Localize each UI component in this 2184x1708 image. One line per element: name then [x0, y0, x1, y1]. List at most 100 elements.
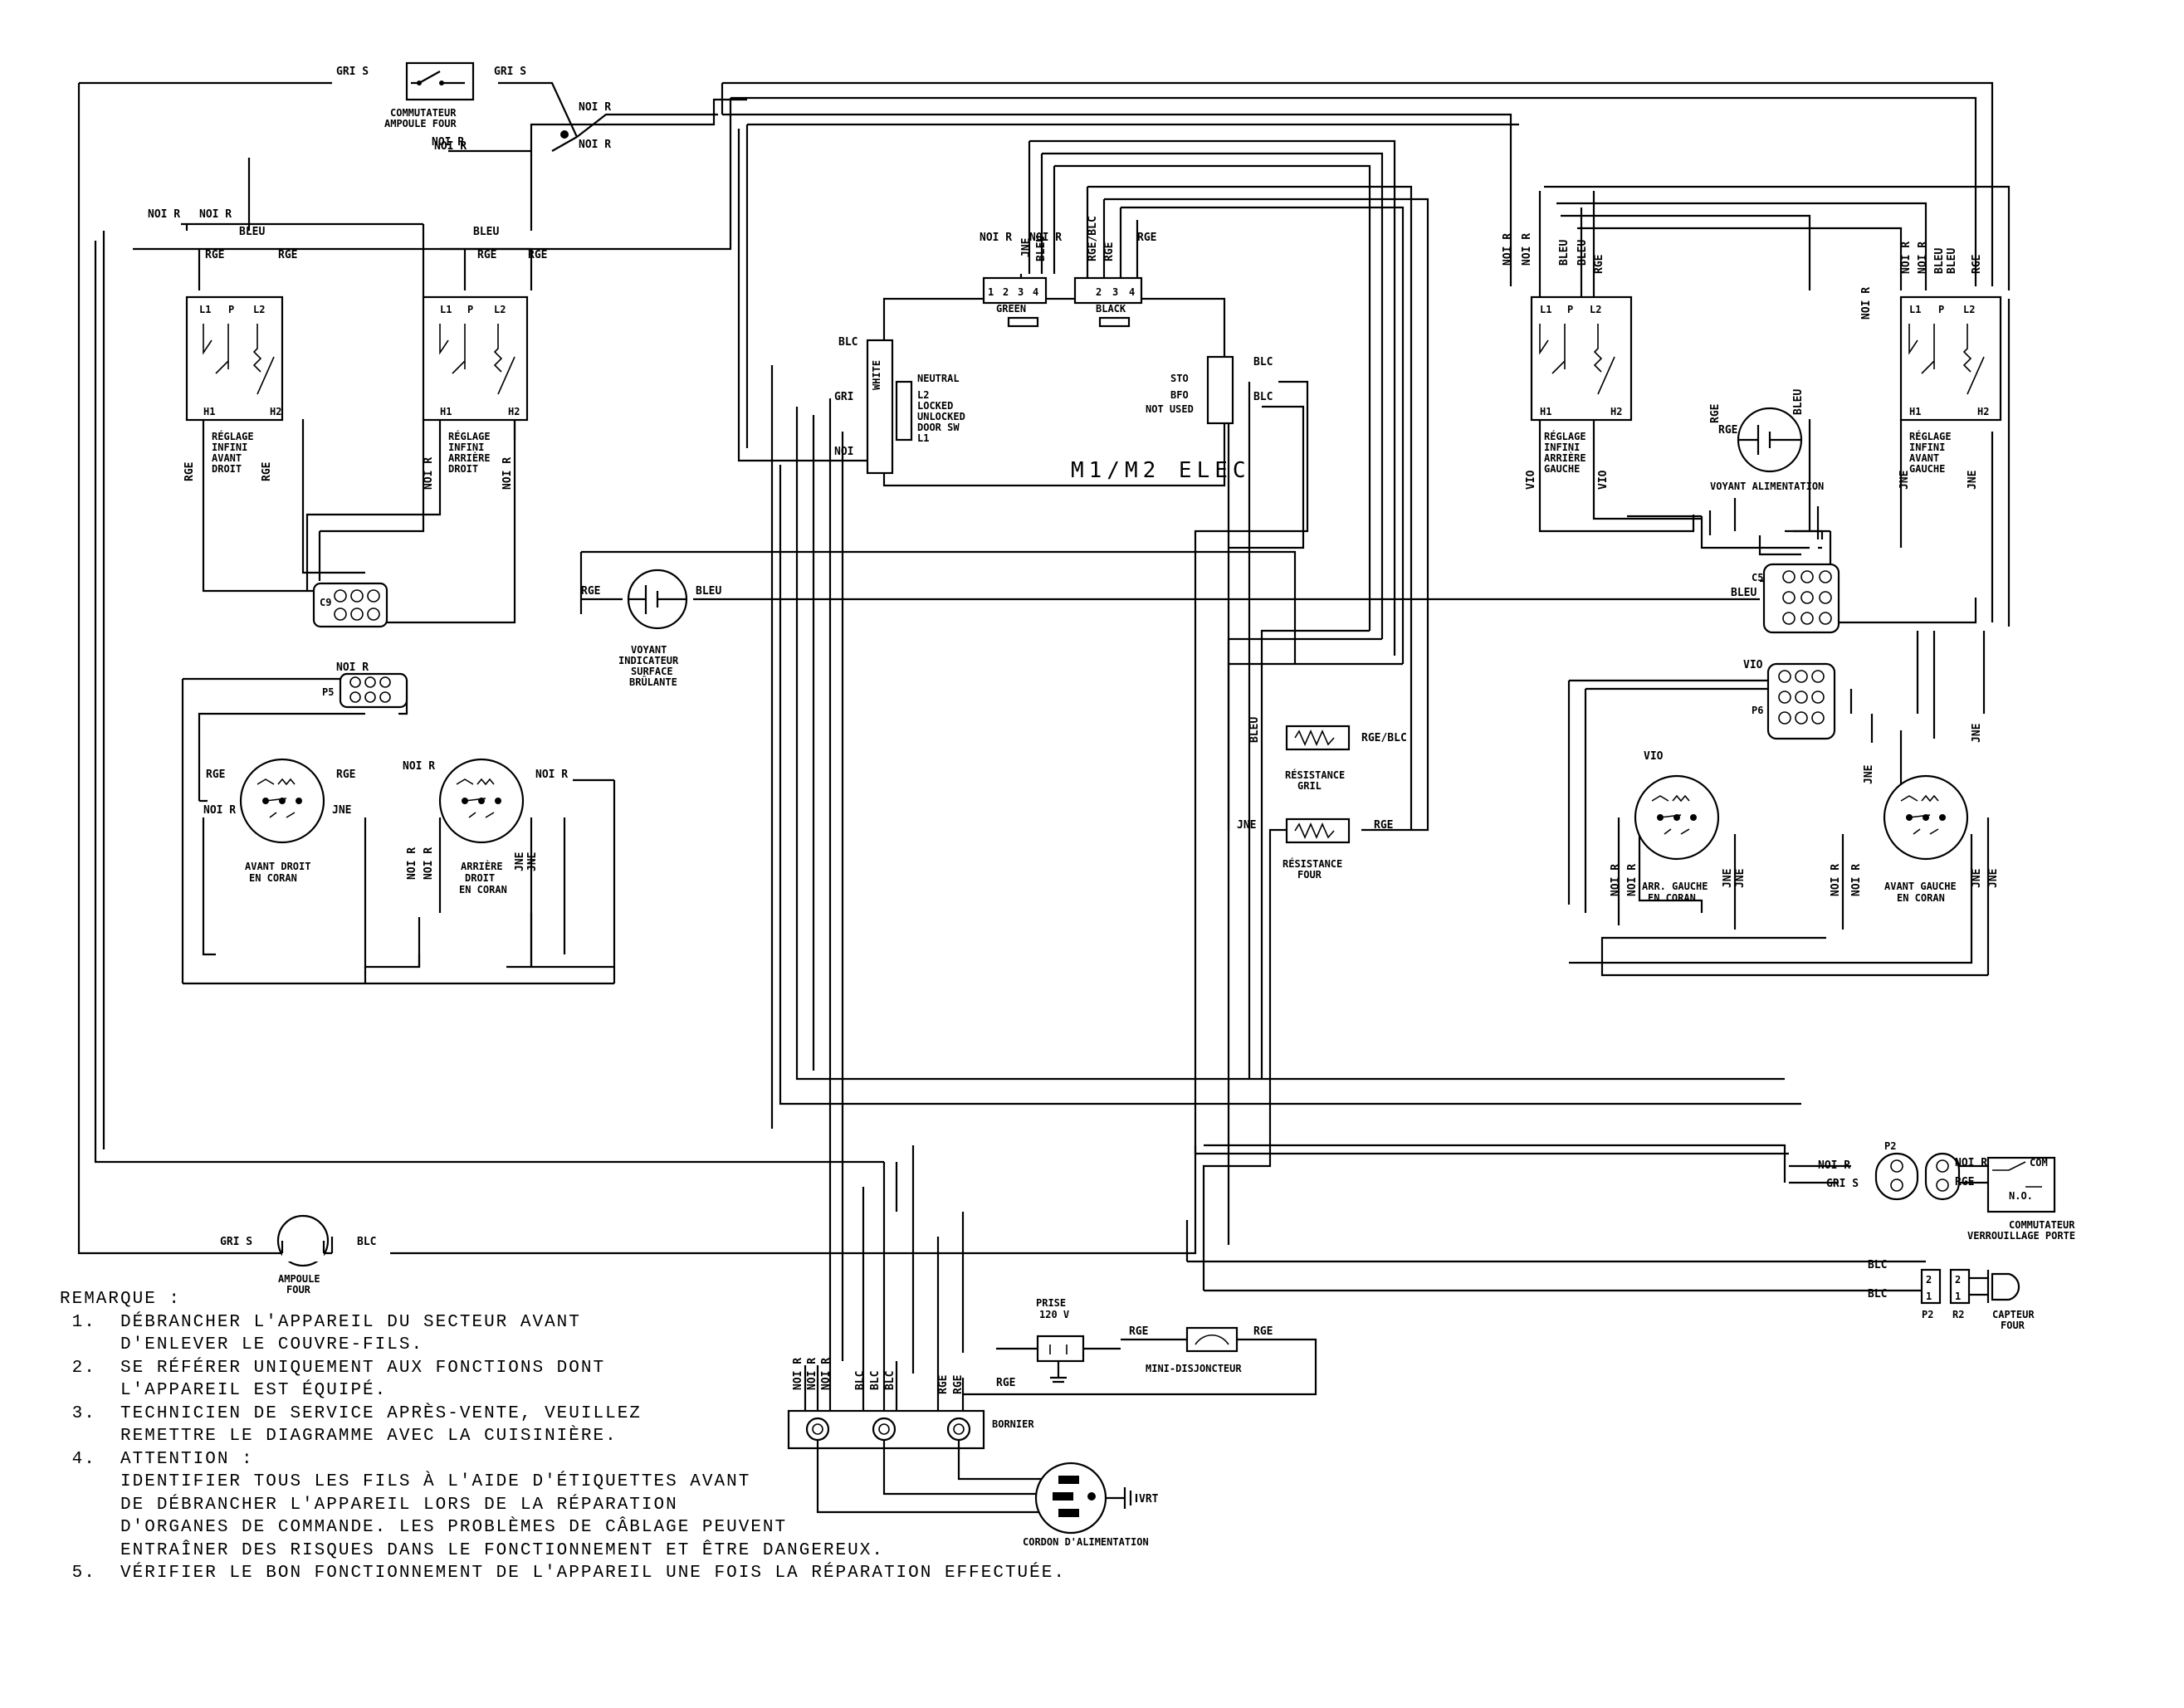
svg-text:BRÛLANTE: BRÛLANTE	[629, 676, 677, 688]
svg-text:FOUR: FOUR	[286, 1284, 311, 1296]
svg-text:NOT USED: NOT USED	[1146, 403, 1194, 415]
svg-text:RÉGLAGE: RÉGLAGE	[448, 430, 491, 442]
svg-text:BLEU: BLEU	[1576, 240, 1589, 266]
svg-text:NOI R: NOI R	[406, 847, 418, 880]
svg-text:JNE: JNE	[1722, 869, 1734, 888]
svg-text:GAUCHE: GAUCHE	[1909, 463, 1945, 475]
wire-label: NOI R	[579, 101, 611, 114]
note-line: DE DÉBRANCHER L'APPAREIL LORS DE LA RÉPA…	[60, 1495, 678, 1515]
svg-text:L1: L1	[917, 432, 929, 444]
note-line: D'ORGANES DE COMMANDE. LES PROBLÈMES DE …	[60, 1518, 788, 1537]
svg-text:P2: P2	[1922, 1309, 1933, 1320]
label: COMMUTATEUR	[390, 107, 457, 119]
element-arr-gauche: VIO NOI R NOI R JNE JNE ARR. GAUCHE EN C…	[1610, 750, 1747, 904]
svg-text:NOI R: NOI R	[820, 1358, 833, 1390]
voyant-indicateur: RGE BLEU VOYANT INDICATEUR SURFACE BRÛLA…	[581, 569, 721, 688]
svg-text:H1: H1	[1909, 406, 1921, 417]
m1-m2-elec-module: M1/M2 ELEC 1 2 3 4 GREEN 2 3 4 BLACK WHI…	[834, 216, 1273, 487]
svg-text:BLEU: BLEU	[696, 585, 721, 598]
svg-text:AVANT GAUCHE: AVANT GAUCHE	[1884, 881, 1957, 892]
svg-text:JNE: JNE	[1237, 819, 1256, 832]
svg-text:1: 1	[1955, 1291, 1961, 1302]
note-line: ENTRAÎNER DES RISQUES DANS LE FONCTIONNE…	[60, 1540, 884, 1560]
svg-text:NOI R: NOI R	[336, 661, 369, 674]
svg-text:2: 2	[1926, 1274, 1932, 1286]
svg-text:DROIT: DROIT	[212, 463, 242, 475]
reglage-avant-gauche: NOI R NOI R NOI R BLEU BLEU RGE L1 P L2 …	[1860, 242, 2002, 490]
svg-text:RGE: RGE	[1709, 404, 1722, 423]
svg-text:NOI R: NOI R	[1850, 864, 1863, 896]
svg-text:RÉSISTANCE: RÉSISTANCE	[1283, 857, 1342, 870]
svg-text:NOI R: NOI R	[148, 208, 180, 221]
svg-text:BLC: BLC	[1868, 1288, 1887, 1301]
svg-text:BLC: BLC	[838, 336, 857, 349]
svg-text:RGE/BLC: RGE/BLC	[1087, 216, 1099, 261]
voyant-alimentation: RGE BLEU RGE VOYANT ALIMENTATION	[1709, 389, 1824, 492]
svg-text:JNE: JNE	[1971, 724, 1983, 743]
svg-text:CAPTEUR: CAPTEUR	[1992, 1309, 2035, 1320]
svg-text:NOI R: NOI R	[1502, 233, 1514, 266]
svg-text:NOI R: NOI R	[1860, 287, 1873, 320]
element-arriere-droit: NOI R NOI R NOI R NOI R JNE JNE ARRIÈRE …	[403, 758, 568, 895]
svg-text:JNE: JNE	[1734, 869, 1747, 888]
svg-text:RGE: RGE	[937, 1375, 950, 1394]
svg-text:BLC: BLC	[1868, 1259, 1887, 1271]
wire-harness	[77, 81, 2011, 1374]
svg-text:INFINI: INFINI	[1544, 442, 1580, 453]
svg-text:GRIL: GRIL	[1297, 780, 1322, 792]
svg-text:RGE: RGE	[1955, 1176, 1974, 1188]
note-line: 4. ATTENTION :	[60, 1449, 254, 1469]
svg-text:RGE: RGE	[336, 769, 355, 781]
svg-text:RGE: RGE	[996, 1377, 1015, 1389]
svg-text:BFO: BFO	[1170, 389, 1189, 401]
svg-text:2: 2	[1003, 286, 1009, 298]
svg-text:NOI R: NOI R	[423, 847, 435, 880]
svg-text:RGE: RGE	[952, 1375, 965, 1394]
svg-text:INFINI: INFINI	[448, 442, 484, 453]
reglage-avant-droit: NOI R NOI R BLEU RGE RGE L1 P L2 H1 H2 R…	[148, 208, 297, 481]
svg-text:RGE: RGE	[1718, 424, 1737, 437]
svg-text:VIO: VIO	[1597, 470, 1610, 490]
svg-text:NOI R: NOI R	[403, 760, 435, 773]
svg-text:EN CORAN: EN CORAN	[459, 884, 507, 895]
note-line: IDENTIFIER TOUS LES FILS À L'AIDE D'ÉTIQ…	[60, 1472, 751, 1491]
svg-text:L2: L2	[1590, 304, 1601, 315]
svg-text:L1: L1	[1909, 304, 1921, 315]
svg-text:BLC: BLC	[1253, 356, 1273, 368]
svg-text:ARR. GAUCHE: ARR. GAUCHE	[1642, 881, 1708, 892]
commutateur-ampoule-four: GRI S GRI S COMMUTATEUR AMPOULE FOUR NOI…	[336, 61, 611, 151]
svg-text:P2: P2	[1884, 1140, 1896, 1152]
bornier: BORNIER NOI R NOI R NOI R BLC BLC BLC RG…	[787, 1358, 1034, 1450]
svg-text:PRISE: PRISE	[1036, 1297, 1066, 1309]
svg-text:L1: L1	[199, 304, 211, 315]
svg-text:C9: C9	[320, 597, 331, 608]
svg-text:P: P	[467, 304, 473, 315]
svg-text:AVANT: AVANT	[212, 452, 242, 464]
svg-text:RGE: RGE	[477, 249, 496, 261]
svg-text:RÉGLAGE: RÉGLAGE	[1909, 430, 1952, 442]
element-avant-droit: RGE RGE NOI R JNE AVANT DROIT EN CORAN	[203, 758, 355, 884]
wire-label-gris: GRI S	[336, 66, 369, 78]
svg-text:NOI R: NOI R	[1029, 232, 1062, 244]
svg-text:BLEU: BLEU	[1035, 236, 1048, 261]
svg-text:2: 2	[1955, 1274, 1961, 1286]
svg-text:ARRIÈRE: ARRIÈRE	[1544, 451, 1586, 464]
svg-text:120 V: 120 V	[1039, 1309, 1069, 1320]
note-line: 5. VÉRIFIER LE BON FONCTIONNEMENT DE L'A…	[60, 1564, 1066, 1583]
svg-text:GRI S: GRI S	[220, 1236, 252, 1248]
svg-text:4: 4	[1033, 286, 1038, 298]
notes-title: REMARQUE :	[60, 1290, 182, 1309]
svg-text:ARRIÈRE: ARRIÈRE	[448, 451, 491, 464]
svg-text:LOCKED: LOCKED	[917, 400, 953, 412]
svg-text:BLEU: BLEU	[473, 226, 499, 238]
svg-text:COMMUTATEUR: COMMUTATEUR	[2009, 1219, 2075, 1231]
svg-text:1: 1	[1926, 1291, 1932, 1302]
svg-text:NOI R: NOI R	[1900, 242, 1913, 274]
svg-text:RGE: RGE	[183, 462, 196, 481]
svg-text:RGE: RGE	[1593, 255, 1605, 274]
svg-text:VOYANT: VOYANT	[631, 644, 667, 656]
label: AMPOULE FOUR	[384, 118, 457, 129]
svg-text:AMPOULE: AMPOULE	[278, 1273, 320, 1285]
mini-disjoncteur: RGE RGE MINI-DISJONCTEUR	[963, 1325, 1317, 1396]
